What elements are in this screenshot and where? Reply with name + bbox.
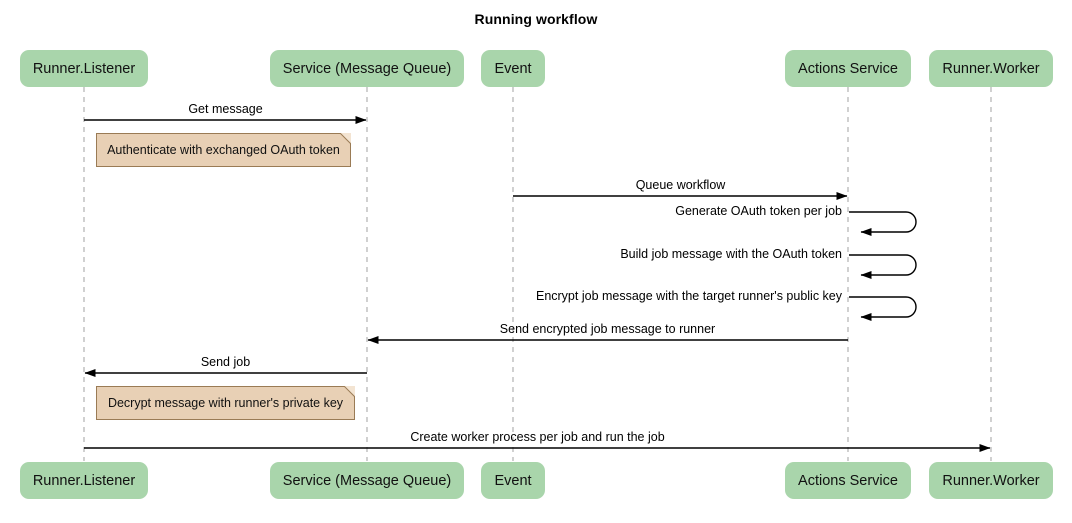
participant-top-actions-service[interactable]: Actions Service	[785, 50, 911, 87]
note-fold-edge-icon	[339, 133, 351, 145]
participant-label: Runner.Listener	[32, 472, 136, 489]
participant-bottom-actions-service[interactable]: Actions Service	[785, 462, 911, 499]
message-label-get-message: Get message	[188, 102, 263, 116]
participant-top-runner-listener[interactable]: Runner.Listener	[19, 50, 149, 87]
participant-top-runner-worker[interactable]: Runner.Worker	[929, 50, 1053, 87]
participant-label: Service (Message Queue)	[282, 60, 452, 77]
message-arrow-group	[84, 116, 991, 452]
participant-label: Runner.Worker	[942, 60, 1040, 77]
lifeline-group	[83, 87, 992, 461]
self-message-encrypt-job-message-with-public-key	[849, 296, 917, 321]
message-label-generate-oauth-token-per-job: Generate OAuth token per job	[675, 204, 842, 218]
note-label: Decrypt message with runner's private ke…	[107, 396, 344, 410]
participant-bottom-runner-worker[interactable]: Runner.Worker	[929, 462, 1053, 499]
self-message-build-job-message-with-oauth-token	[849, 254, 917, 279]
note-authenticate-with-exchanged-oauth-token: Authenticate with exchanged OAuth token	[96, 133, 351, 167]
message-label-create-worker-process-per-job: Create worker process per job and run th…	[410, 430, 665, 444]
participant-label: Actions Service	[798, 60, 898, 77]
participant-label: Event	[494, 60, 532, 77]
participant-label: Service (Message Queue)	[282, 472, 452, 489]
message-label-send-encrypted-job-message-to-runner: Send encrypted job message to runner	[499, 322, 716, 336]
participant-bottom-service-message-queue[interactable]: Service (Message Queue)	[269, 462, 465, 499]
participant-bottom-event[interactable]: Event	[481, 462, 545, 499]
note-fold-edge-icon	[343, 386, 355, 398]
participant-bottom-runner-listener[interactable]: Runner.Listener	[19, 462, 149, 499]
participant-label: Runner.Listener	[32, 60, 136, 77]
message-label-build-job-message-with-oauth-token: Build job message with the OAuth token	[620, 247, 842, 261]
message-label-queue-workflow: Queue workflow	[635, 178, 726, 192]
message-label-encrypt-job-message-with-public-key: Encrypt job message with the target runn…	[535, 289, 842, 303]
note-decrypt-message-with-runners-private-key: Decrypt message with runner's private ke…	[96, 386, 355, 420]
participant-top-event[interactable]: Event	[481, 50, 545, 87]
participant-top-service-message-queue[interactable]: Service (Message Queue)	[269, 50, 465, 87]
message-label-send-job: Send job	[200, 355, 251, 369]
diagram-title: Running workflow	[474, 11, 598, 27]
participant-label: Actions Service	[798, 472, 898, 489]
participant-label: Runner.Worker	[942, 472, 1040, 489]
participant-label: Event	[494, 472, 532, 489]
self-message-generate-oauth-token-per-job	[849, 211, 917, 236]
note-label: Authenticate with exchanged OAuth token	[107, 143, 340, 157]
